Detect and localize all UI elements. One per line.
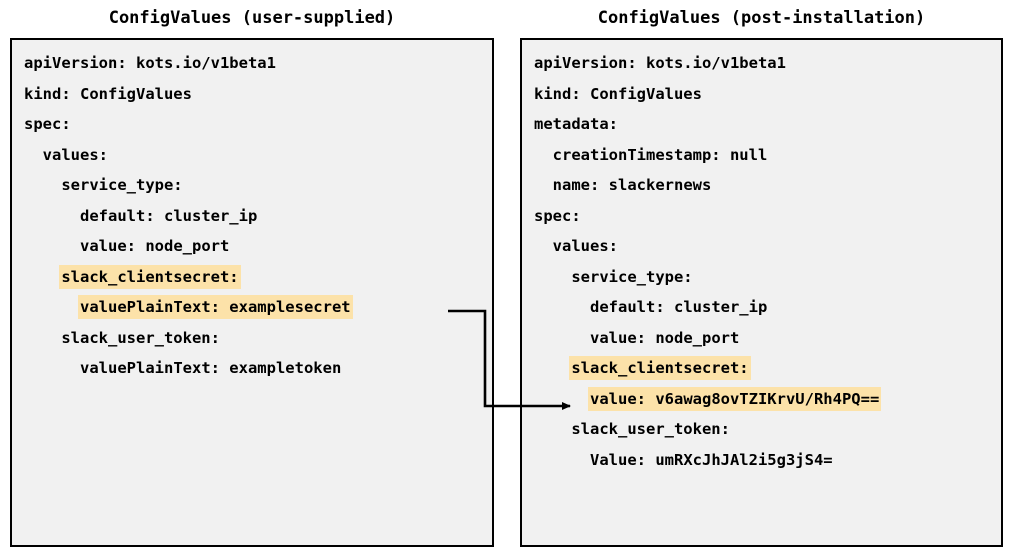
code-line: service_type: <box>532 262 997 293</box>
code-indent <box>532 329 588 347</box>
code-indent <box>22 268 59 286</box>
code-line: value: v6awag8ovTZIKrvU/Rh4PQ== <box>532 384 997 415</box>
code-text: apiVersion: kots.io/v1beta1 <box>24 54 276 72</box>
code-box-post-installation: apiVersion: kots.io/v1beta1 kind: ConfigV… <box>520 38 1003 547</box>
code-text: valuePlainText: exampletoken <box>80 359 342 377</box>
highlighted-code-text: valuePlainText: examplesecret <box>78 295 353 319</box>
code-line: value: node_port <box>22 231 488 262</box>
panel-user-supplied: ConfigValues (user-supplied) apiVersion:… <box>10 8 494 548</box>
code-indent <box>532 268 569 286</box>
highlighted-code-text: slack_clientsecret: <box>59 264 241 289</box>
code-line: apiVersion: kots.io/v1beta1 <box>532 48 997 79</box>
code-line: creationTimestamp: null <box>532 140 997 171</box>
code-line: spec: <box>532 201 997 232</box>
panel-title-post-installation: ConfigValues (post-installation) <box>597 8 926 28</box>
code-text: default: cluster_ip <box>590 298 768 316</box>
code-box-user-supplied: apiVersion: kots.io/v1beta1 kind: ConfigV… <box>10 38 494 547</box>
code-line: Value: umRXcJhJAl2i5g3jS4= <box>532 445 997 476</box>
code-text: slack_user_token: <box>571 420 730 438</box>
code-block-user-supplied: apiVersion: kots.io/v1beta1 kind: ConfigV… <box>22 48 488 384</box>
code-text: spec: <box>534 206 581 225</box>
code-indent <box>22 298 78 316</box>
code-indent <box>532 237 551 255</box>
code-indent <box>532 176 551 194</box>
code-text: kind: ConfigValues <box>24 84 192 103</box>
code-text: creationTimestamp: null <box>552 145 768 164</box>
code-line: valuePlainText: examplesecret <box>22 292 488 323</box>
code-indent <box>22 359 78 377</box>
code-line: default: cluster_ip <box>532 292 997 323</box>
code-text: kind: ConfigValues <box>534 84 702 103</box>
code-indent <box>532 420 569 438</box>
code-text: metadata: <box>534 115 618 133</box>
code-text: value: node_port <box>590 328 740 347</box>
code-line: slack_clientsecret: <box>22 262 488 293</box>
code-line: apiVersion: kots.io/v1beta1 <box>22 48 488 79</box>
code-line: default: cluster_ip <box>22 201 488 232</box>
code-indent <box>22 146 41 164</box>
code-text: default: cluster_ip <box>80 206 258 225</box>
code-line: values: <box>22 140 488 171</box>
panel-title-user-supplied: ConfigValues (user-supplied) <box>108 8 396 28</box>
code-line: metadata: <box>532 109 997 140</box>
code-text: slack_user_token: <box>61 328 220 347</box>
code-text: name: slackernews <box>552 176 712 194</box>
code-block-post-installation: apiVersion: kots.io/v1beta1 kind: ConfigV… <box>532 48 997 475</box>
code-line: valuePlainText: exampletoken <box>22 353 488 384</box>
code-text: apiVersion: kots.io/v1beta1 <box>534 54 786 72</box>
code-line: spec: <box>22 109 488 140</box>
code-text: Value: umRXcJhJAl2i5g3jS4= <box>590 450 833 469</box>
code-text: service_type: <box>61 176 183 194</box>
code-line: name: slackernews <box>532 170 997 201</box>
code-line: kind: ConfigValues <box>22 79 488 110</box>
code-indent <box>532 359 569 377</box>
code-text: values: <box>42 145 108 164</box>
code-line: slack_user_token: <box>532 414 997 445</box>
highlighted-code-text: slack_clientsecret: <box>569 356 751 380</box>
code-indent <box>22 237 78 255</box>
code-line: slack_clientsecret: <box>532 353 997 384</box>
code-indent <box>22 176 59 194</box>
code-line: slack_user_token: <box>22 323 488 354</box>
code-text: service_type: <box>571 267 693 286</box>
code-line: value: node_port <box>532 323 997 354</box>
code-indent <box>532 298 588 316</box>
panel-post-installation: ConfigValues (post-installation) apiVers… <box>520 8 1003 548</box>
code-indent <box>22 329 59 347</box>
highlighted-code-text: value: v6awag8ovTZIKrvU/Rh4PQ== <box>588 386 882 411</box>
code-indent <box>22 207 78 225</box>
code-line: values: <box>532 231 997 262</box>
code-indent <box>532 390 588 408</box>
code-text: value: node_port <box>80 237 230 255</box>
code-indent <box>532 146 551 164</box>
code-text: values: <box>552 237 618 255</box>
code-line: service_type: <box>22 170 488 201</box>
code-text: spec: <box>24 115 71 133</box>
code-line: kind: ConfigValues <box>532 79 997 110</box>
code-indent <box>532 451 588 469</box>
